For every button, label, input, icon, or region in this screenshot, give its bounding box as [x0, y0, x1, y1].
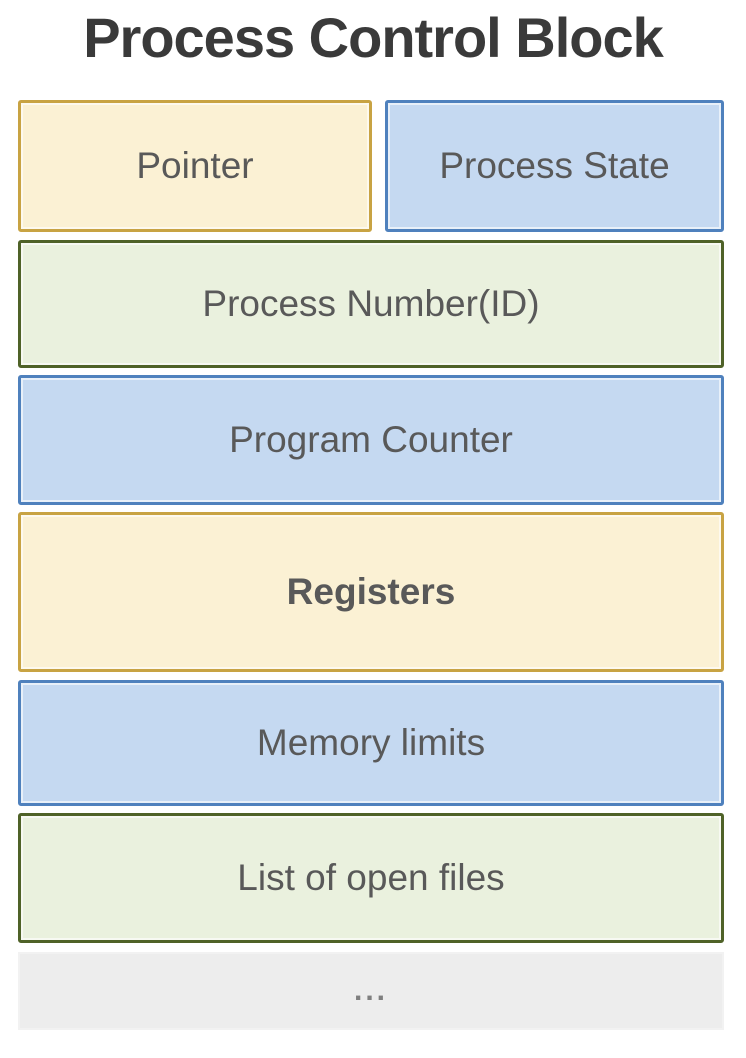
- box-process-state: Process State: [385, 100, 724, 232]
- box-process-number-id: Process Number(ID): [18, 240, 724, 368]
- box-ellipsis: ...: [18, 952, 724, 1030]
- ellipsis-label: ...: [353, 974, 388, 1007]
- box-program-counter: Program Counter: [18, 375, 724, 505]
- process-number-id-label: Process Number(ID): [202, 283, 540, 324]
- diagram-title: Process Control Block: [83, 6, 664, 69]
- box-list-of-open-files: List of open files: [18, 813, 724, 943]
- list-of-open-files-label: List of open files: [237, 857, 505, 898]
- registers-label: Registers: [286, 571, 456, 612]
- process-state-label: Process State: [439, 145, 670, 186]
- box-pointer: Pointer: [18, 100, 372, 232]
- box-registers: Registers: [18, 512, 724, 672]
- memory-limits-label: Memory limits: [256, 722, 486, 763]
- program-counter-label: Program Counter: [229, 419, 513, 460]
- pointer-label: Pointer: [136, 145, 254, 186]
- box-memory-limits: Memory limits: [18, 680, 724, 806]
